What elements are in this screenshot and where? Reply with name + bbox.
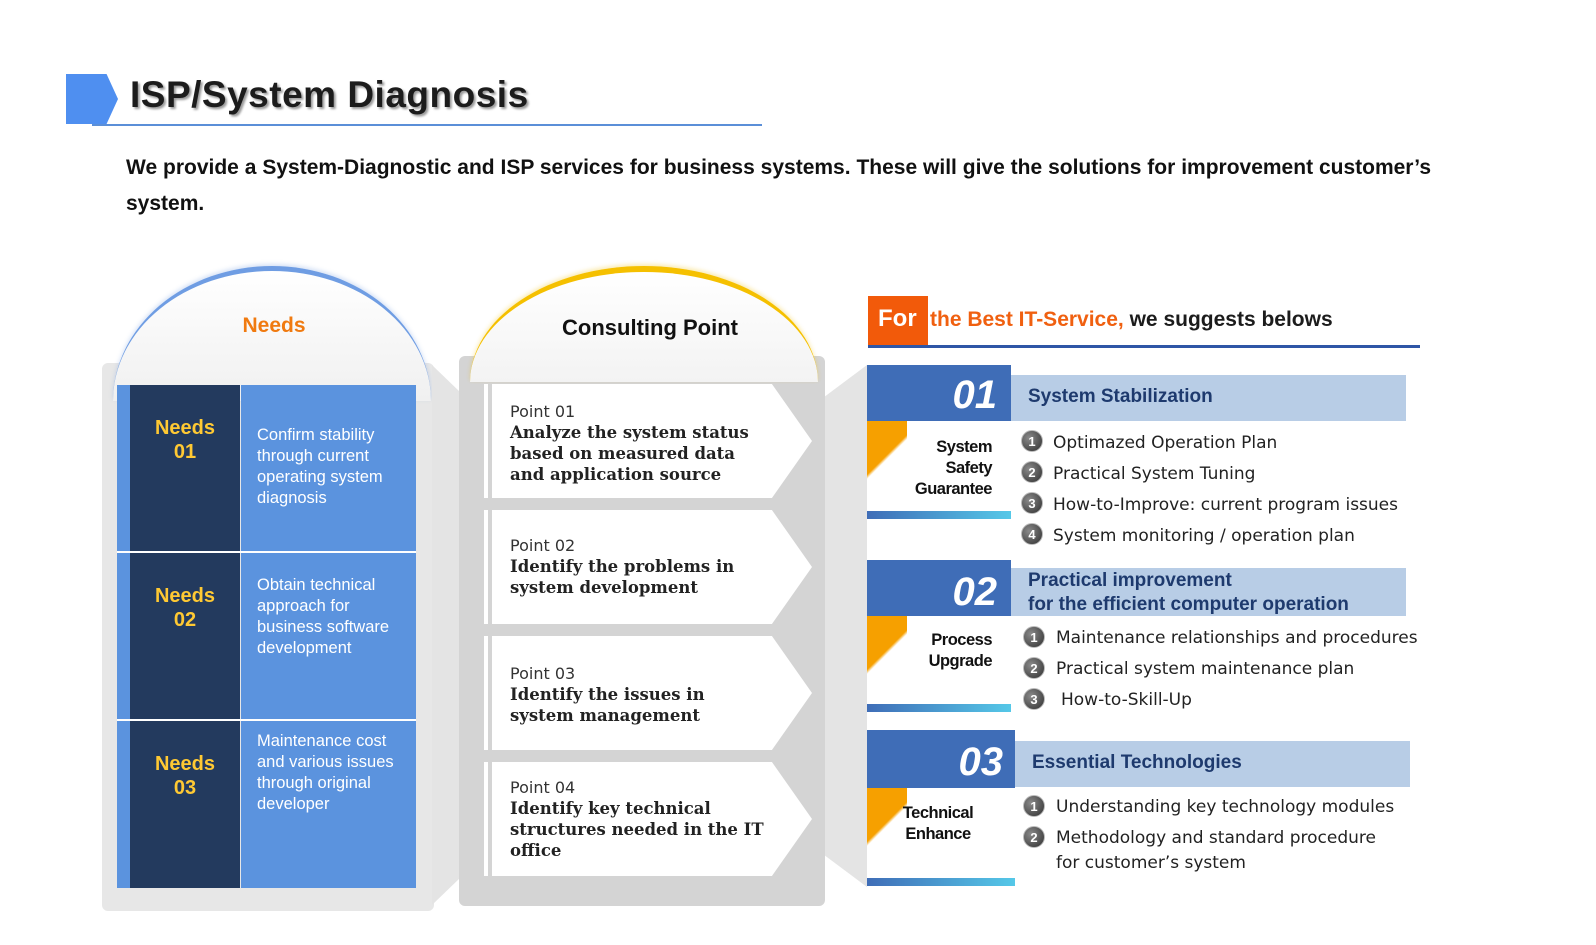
point-02-text: Identify the problems in system developm… — [510, 557, 735, 597]
point-01-bar — [488, 384, 492, 498]
needs-02-light-cell — [241, 553, 416, 719]
needs-01-text: Confirm stability through current operat… — [257, 426, 383, 507]
section-01-number: 01 — [952, 373, 998, 417]
intro-text: We provide a System-Diagnostic and ISP s… — [126, 156, 1431, 215]
point-03-text: Identify the issues in system management — [510, 685, 705, 725]
section-01-accent-wedge — [867, 421, 907, 493]
section-03-number: 03 — [958, 740, 1004, 784]
suggest-heading: the Best IT-Service, we suggests belows — [930, 308, 1333, 332]
number-2-icon: 2 — [1021, 461, 1043, 483]
point-02-bar — [488, 510, 492, 624]
number-1-icon: 1 — [1021, 430, 1043, 452]
section-03-item-1: Understanding key technology modules — [1056, 797, 1395, 817]
needs-left-stripe — [117, 385, 130, 888]
consult-suggest-connector — [825, 365, 867, 887]
point-01-card — [478, 384, 812, 498]
point-03-bar — [488, 636, 492, 750]
section-02-number: 02 — [952, 570, 998, 614]
section-02-accent-wedge — [867, 616, 907, 688]
section-02-item-2: Practical system maintenance plan — [1056, 659, 1355, 679]
section-03-number-box: 03 — [867, 730, 1015, 788]
point-01-number: Point 01 — [510, 402, 576, 421]
number-2-icon: 2 — [1023, 826, 1045, 848]
point-02-card — [478, 510, 812, 624]
number-3-icon: 3 — [1021, 492, 1043, 514]
number-1-icon: 1 — [1023, 626, 1045, 648]
number-2-icon: 2 — [1023, 657, 1045, 679]
section-01-title: System Stabilization — [1028, 386, 1213, 407]
section-02-title-band — [1010, 568, 1406, 616]
section-03-item-2: Methodology and standard procedure — [1056, 828, 1376, 848]
number-4-icon: 4 — [1021, 523, 1043, 545]
point-04-number: Point 04 — [510, 778, 576, 797]
section-03-accent-wedge — [867, 788, 907, 860]
number-1-icon: 1 — [1023, 795, 1045, 817]
section-03-item-2-continued: for customer’s system — [1056, 853, 1246, 873]
suggest-heading-highlight: the Best IT-Service, — [930, 308, 1124, 331]
header-accent-tab — [66, 74, 118, 124]
section-01-item-2: Practical System Tuning — [1053, 464, 1256, 484]
section-02-bottom-bar — [867, 704, 1011, 712]
section-02-number-box: 02 — [867, 560, 1011, 616]
section-01-item-1: Optimazed Operation Plan — [1053, 433, 1278, 453]
suggest-heading-text: we suggests belows — [1129, 308, 1333, 331]
point-02-bar — [478, 510, 484, 624]
for-label: For — [878, 305, 917, 332]
section-01-title-band — [1010, 375, 1406, 421]
needs-01-light-cell — [241, 385, 416, 551]
section-01-item-3: How-to-Improve: current program issues — [1053, 495, 1398, 515]
page-title: ISP/System Diagnosis — [130, 74, 529, 115]
needs-03-light-cell — [241, 721, 416, 888]
point-02-number: Point 02 — [510, 536, 576, 555]
point-04-bar — [488, 762, 492, 876]
needs-02-dark-cell — [130, 553, 240, 719]
point-04-card — [478, 762, 812, 876]
point-04-bar — [478, 762, 484, 876]
section-01-number-box: 01 — [867, 365, 1011, 421]
needs-title: Needs — [242, 314, 306, 337]
suggest-underline — [868, 345, 1420, 348]
needs-03-text: Maintenance cost and various issues thro… — [257, 732, 394, 813]
needs-divider — [117, 719, 416, 721]
point-03-bar — [478, 636, 484, 750]
for-badge — [868, 296, 928, 346]
section-03-title-band — [1014, 741, 1410, 787]
point-03-card — [478, 636, 812, 750]
title-underline — [92, 124, 762, 126]
section-03-title: Essential Technologies — [1032, 752, 1242, 773]
point-03-number: Point 03 — [510, 664, 576, 683]
point-04-text: Identify key technical structures needed… — [510, 799, 764, 860]
section-01-item-4: System monitoring / operation plan — [1053, 526, 1355, 546]
section-03-bottom-bar — [867, 878, 1015, 886]
section-02-item-1: Maintenance relationships and procedures — [1056, 628, 1418, 648]
number-3-icon: 3 — [1023, 688, 1045, 710]
needs-01-dark-cell — [130, 385, 240, 551]
point-01-bar — [478, 384, 484, 498]
point-01-text: Analyze the system status based on measu… — [510, 423, 749, 484]
section-01-bottom-bar — [867, 511, 1011, 519]
needs-03-dark-cell — [130, 721, 240, 888]
section-02-item-3: How-to-Skill-Up — [1061, 690, 1192, 710]
needs-02-text: Obtain technical approach for business s… — [257, 576, 390, 657]
consulting-title: Consulting Point — [562, 315, 738, 340]
needs-consult-connector — [432, 365, 460, 905]
needs-divider — [117, 551, 416, 553]
